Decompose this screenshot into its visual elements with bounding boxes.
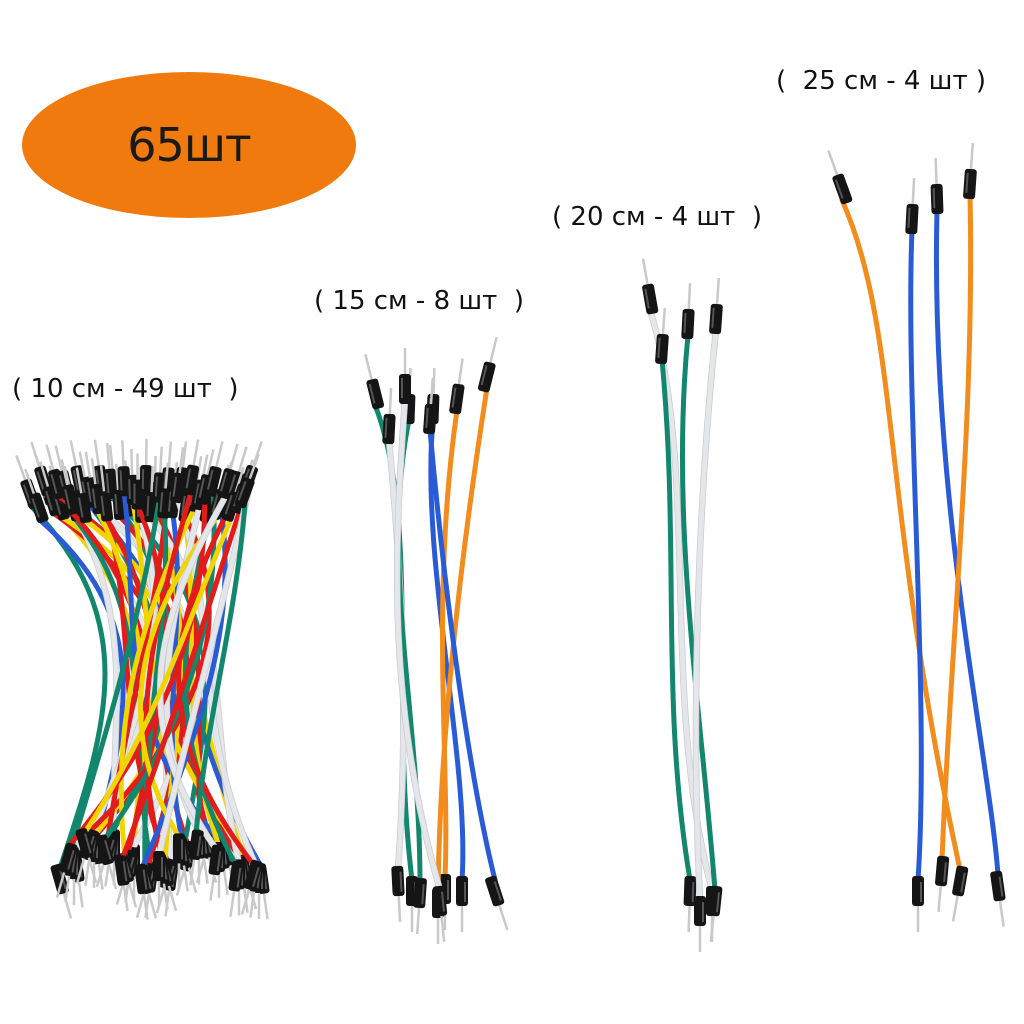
pin-connector <box>963 143 977 200</box>
pin-connector <box>683 875 697 933</box>
wire <box>137 513 221 840</box>
pin-connector <box>485 875 509 931</box>
wire-bundle-10cm <box>15 439 270 920</box>
pin-connector <box>228 860 244 917</box>
pin-connector <box>456 876 468 932</box>
pin-connector <box>217 443 239 499</box>
pin-connector <box>413 877 427 934</box>
group-label-15cm: ( 15 см - 8 шт ) <box>314 286 524 316</box>
pin-connector <box>382 387 396 445</box>
pin-connector <box>364 353 385 410</box>
pin-connector <box>951 865 969 922</box>
pin-connector <box>399 348 411 404</box>
pin-connector <box>153 851 165 908</box>
wire <box>659 357 693 883</box>
wire <box>68 496 162 853</box>
pin-connector <box>681 282 695 340</box>
wire <box>176 494 256 867</box>
pin-connector <box>432 885 448 942</box>
pin-connector <box>55 842 78 898</box>
wire <box>939 192 974 863</box>
pin-connector <box>477 336 498 393</box>
pin-connector <box>641 258 659 315</box>
pin-connector <box>935 855 950 912</box>
wire-bundle-15cm <box>364 336 509 944</box>
wire <box>693 327 719 903</box>
wire <box>156 488 252 858</box>
group-label-10cm: ( 10 см - 49 шт ) <box>12 374 239 404</box>
pin-connector <box>449 358 465 415</box>
pin-connector <box>60 459 80 515</box>
pin-connector <box>204 441 224 497</box>
quantity-badge-text: 65шт <box>127 118 251 172</box>
pin-connector <box>240 859 263 915</box>
pin-connector <box>827 149 853 205</box>
wire <box>193 501 248 837</box>
wire <box>428 417 466 883</box>
pin-connector <box>95 834 118 890</box>
wire-bundle-25cm <box>827 143 1006 932</box>
pin-connector <box>707 885 723 942</box>
wire <box>82 514 235 835</box>
pin-connector <box>173 833 185 890</box>
pin-connector <box>912 876 924 932</box>
pin-connector <box>655 308 669 365</box>
pin-connector <box>990 870 1006 927</box>
wire <box>394 397 443 893</box>
wire <box>427 427 498 883</box>
pin-connector <box>24 468 49 524</box>
wire <box>142 511 169 871</box>
pin-connector <box>930 157 944 215</box>
pin-connector <box>134 863 150 920</box>
wire <box>105 490 171 840</box>
wire <box>440 407 460 881</box>
pin-connector <box>423 378 437 435</box>
pin-connector <box>208 844 224 901</box>
pin-connector <box>234 453 260 509</box>
pin-connector <box>905 177 919 235</box>
pin-connector <box>694 896 706 952</box>
wire <box>933 207 1001 878</box>
wire <box>119 507 243 863</box>
pin-connector <box>188 829 204 886</box>
wire <box>157 492 230 852</box>
wire <box>839 197 963 873</box>
wire <box>143 488 194 861</box>
wire <box>908 227 924 883</box>
wire <box>27 502 108 871</box>
pin-connector <box>114 855 130 912</box>
wire-bundle-20cm <box>641 258 723 952</box>
pin-connector <box>709 278 723 335</box>
pin-connector <box>75 827 98 884</box>
quantity-badge: 65шт <box>22 72 356 218</box>
pin-connector <box>391 865 405 923</box>
pin-connector <box>170 447 186 504</box>
wire <box>679 332 718 893</box>
group-label-25cm: ( 25 см - 4 шт ) <box>776 66 986 96</box>
group-label-20cm: ( 20 см - 4 шт ) <box>552 202 762 232</box>
